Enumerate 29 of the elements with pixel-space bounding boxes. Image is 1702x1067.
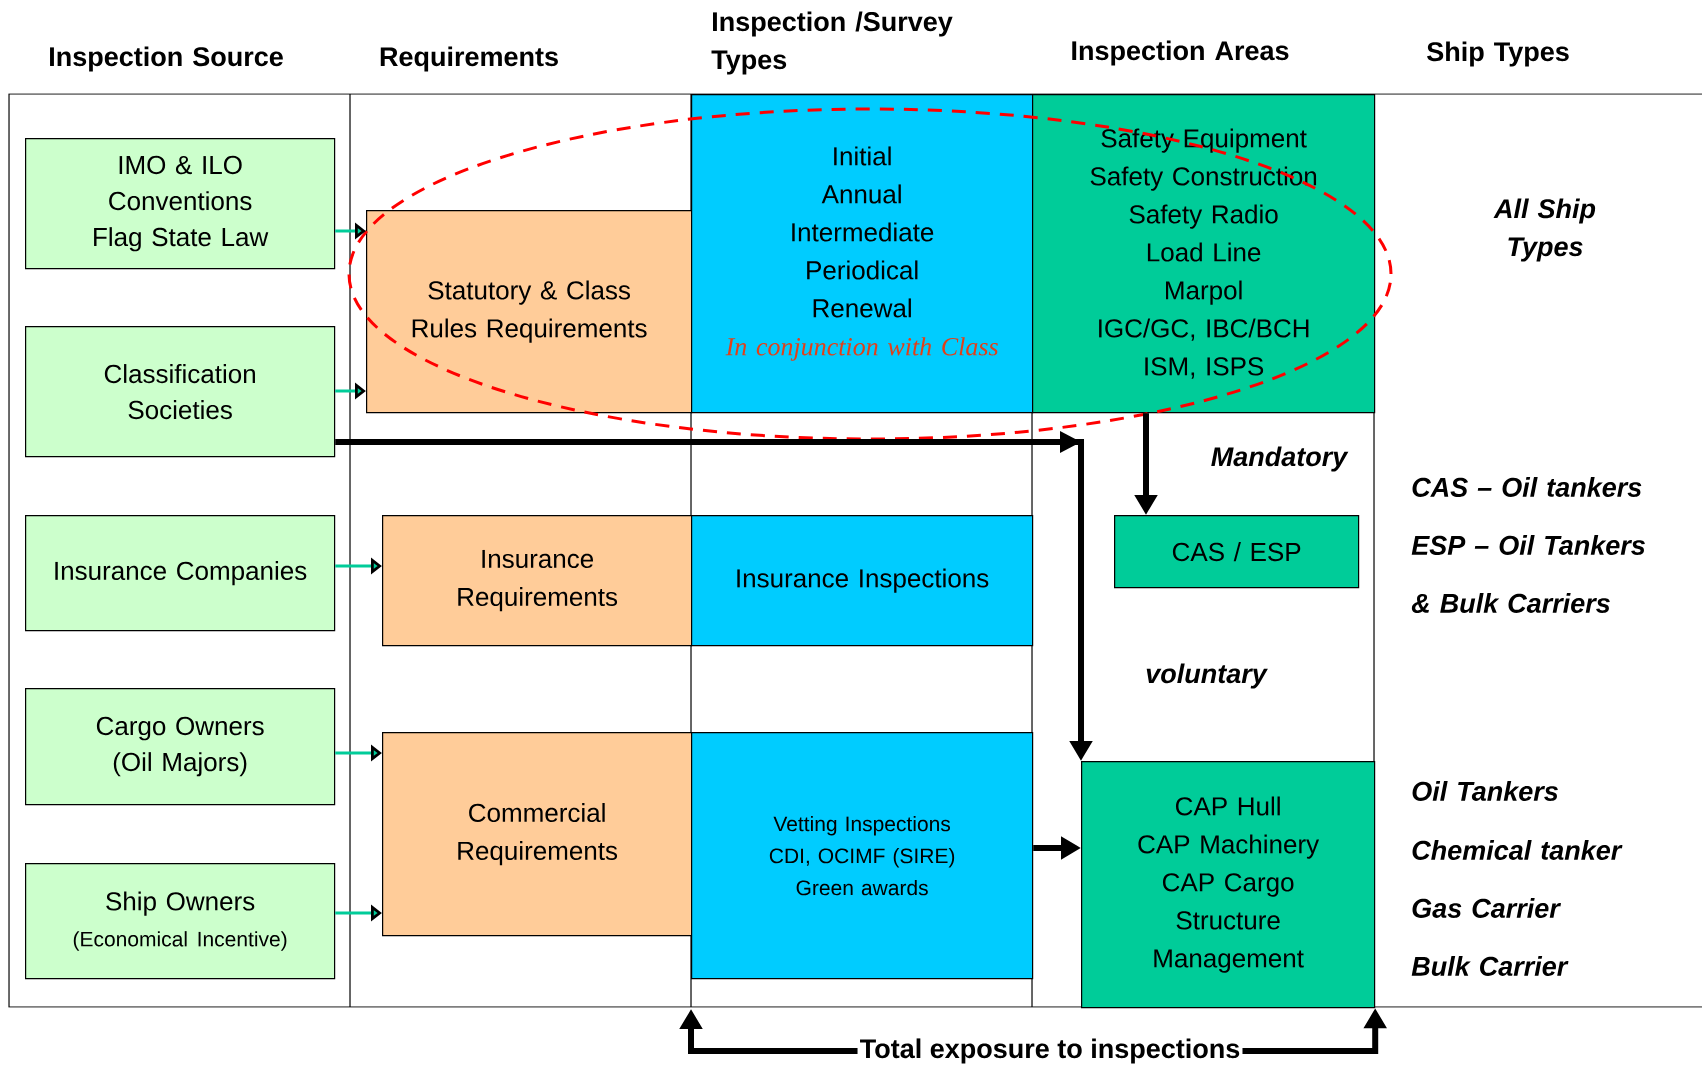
inspection-area-box: CAP Hull CAP Machinery CAP Cargo Structure Management — [1081, 761, 1376, 1009]
ship-type-text: ESP – Oil Tankers — [1411, 535, 1645, 555]
survey-type-box: Initial Annual Intermediate Periodical Renewal In conjunction with Class — [691, 94, 1034, 414]
inspection-area-box: Safety Equipment Safety Construction Safety Radio Load Line Marpol IGC/GC, IBC/BCH ISM, ISPS — [1032, 94, 1376, 414]
ship-type-text: Chemical tanker — [1412, 840, 1623, 860]
ship-type-text: Mandatory — [1211, 446, 1349, 472]
ship-type-text: CAS – Oil tankers — [1412, 477, 1642, 497]
ship-type-text: voluntary — [1146, 663, 1268, 689]
source-box: Ship Owners (Economical Incentive) — [25, 863, 336, 980]
requirement-box: Statutory & Class Rules Requirements — [366, 210, 693, 414]
source-box: Classification Societies — [25, 326, 336, 458]
column-header: Ship Types — [1427, 41, 1569, 67]
source-box: Cargo Owners (Oil Majors) — [25, 688, 336, 806]
source-box: Insurance Companies — [25, 515, 336, 632]
inspection-box: Insurance Inspections — [691, 515, 1034, 647]
requirement-box: Insurance Requirements — [382, 515, 693, 647]
column-header: Inspection Areas — [1072, 40, 1289, 66]
inspection-box: Vetting Inspections CDI, OCIMF (SIRE) Green awards — [691, 732, 1034, 980]
ship-type-text: Oil Tankers — [1412, 781, 1558, 801]
ship-type-text: & Bulk Carriers — [1411, 593, 1610, 613]
column-header: Requirements — [380, 46, 558, 72]
inspection-area-box: CAS / ESP — [1114, 515, 1360, 589]
source-box: IMO & ILO Conventions Flag State Law — [25, 138, 336, 270]
caption-text: Total exposure to inspections — [860, 1038, 1240, 1064]
ship-type-text: Gas Carrier — [1412, 898, 1561, 918]
column-header: Inspection Source — [50, 46, 283, 72]
requirement-box: Commercial Requirements — [382, 732, 693, 937]
ship-type-text: All Ship Types — [1493, 198, 1596, 262]
ship-type-text: Bulk Carrier — [1411, 956, 1569, 976]
